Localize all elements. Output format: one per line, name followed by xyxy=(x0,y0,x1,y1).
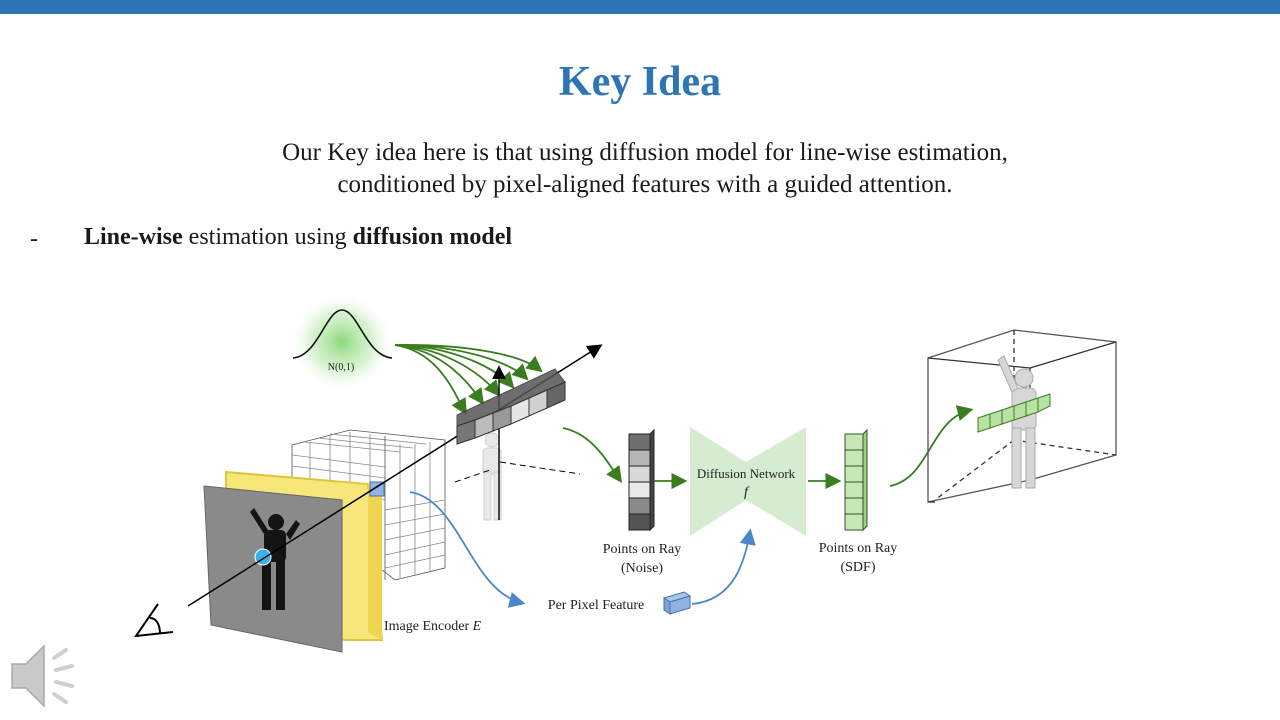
ray-dash-2 xyxy=(454,469,491,483)
points-sdf-line2: (SDF) xyxy=(840,560,875,575)
arrow-to-per-pixel-feature xyxy=(409,491,526,608)
bullet-text: Line-wise estimation using diffusion mod… xyxy=(84,224,512,251)
points-noise-line2: (Noise) xyxy=(621,561,663,576)
slide-subtitle: Our Key idea here is that using diffusio… xyxy=(0,137,1280,201)
output-sdf-ray xyxy=(977,393,1051,433)
ray-dash-1 xyxy=(499,461,581,475)
slide-title: Key Idea xyxy=(558,59,722,105)
bullet-bold-1: Line-wise xyxy=(84,224,183,250)
points-sdf-line1: Points on Ray xyxy=(819,541,898,556)
noise-label: N(0,1) xyxy=(328,362,354,373)
subtitle-line-2: conditioned by pixel-aligned features wi… xyxy=(337,171,953,198)
bullet-plain: estimation using xyxy=(182,224,353,250)
camera-icon xyxy=(133,603,174,638)
top-accent-bar xyxy=(0,0,1280,14)
gaussian-noise: N(0,1) xyxy=(290,292,394,392)
bullet-dash: - xyxy=(30,226,38,252)
bullet-bold-2: diffusion model xyxy=(352,224,513,250)
diffusion-network: Diffusion Network f xyxy=(690,427,806,536)
per-pixel-feature-block xyxy=(662,591,692,615)
ray-human-silhouette xyxy=(482,432,502,521)
network-symbol: f xyxy=(744,485,750,500)
noise-arrows xyxy=(394,344,543,416)
arrow-sdf-to-volume xyxy=(889,405,974,487)
input-image xyxy=(203,485,343,653)
ray-samples xyxy=(456,368,566,445)
feature-cell xyxy=(369,481,385,497)
arrow-feature-to-network xyxy=(691,528,756,605)
arrow-to-noise-column xyxy=(562,427,623,483)
speaker-icon[interactable] xyxy=(6,636,86,716)
points-noise-line1: Points on Ray xyxy=(603,542,682,557)
subtitle-line-1: Our Key idea here is that using diffusio… xyxy=(282,139,1008,166)
noise-column xyxy=(628,428,655,532)
network-label: Diffusion Network xyxy=(697,466,796,481)
per-pixel-feature-label: Per Pixel Feature xyxy=(548,598,644,613)
sdf-column xyxy=(844,428,868,532)
image-encoder-label: Image Encoder E xyxy=(384,619,482,634)
